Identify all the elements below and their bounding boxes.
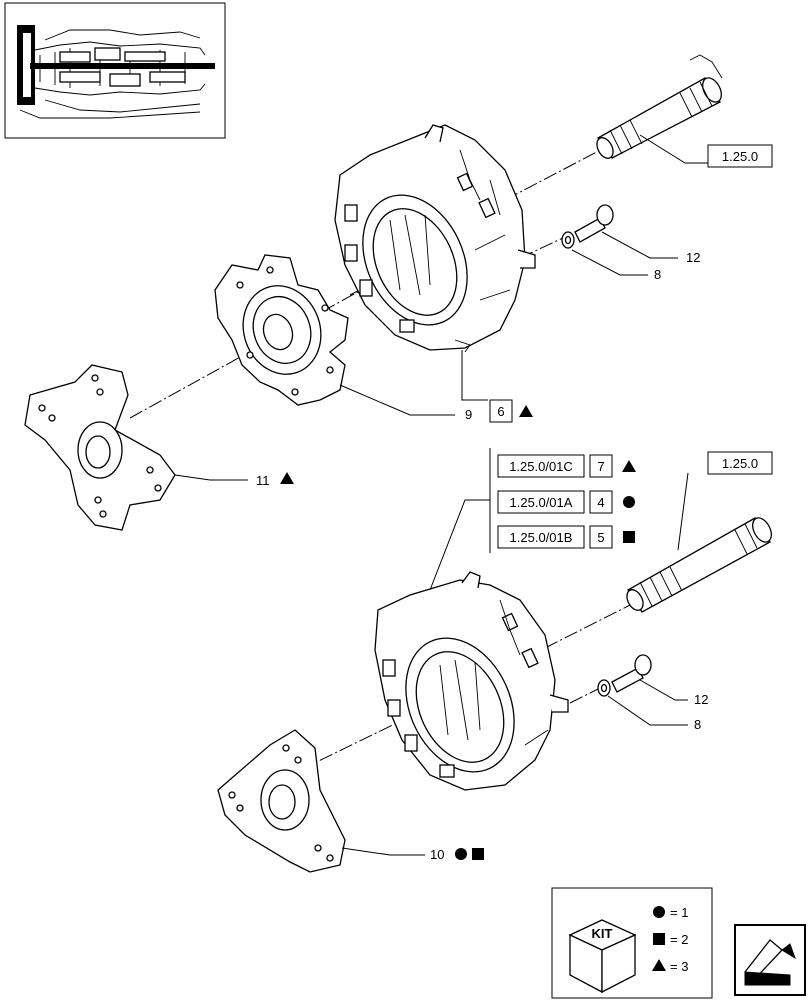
axis-line-bottom-left — [299, 701, 441, 771]
circle-icon — [653, 906, 665, 918]
kit-legend-text: = 1 — [670, 905, 688, 920]
callout-disc-top: 9 — [465, 407, 472, 422]
nav-back-arrow-button[interactable] — [734, 924, 806, 996]
clutch-housing-top[interactable] — [334, 124, 536, 353]
variant-row[interactable]: 1.25.0/01C 7 — [497, 454, 636, 478]
square-icon — [472, 848, 484, 860]
arrow-icon-base — [744, 971, 791, 986]
thumbnail-drawing — [17, 25, 215, 119]
washer-top[interactable] — [561, 231, 575, 249]
clutch-plate-left[interactable] — [24, 364, 176, 531]
callout-washer-bottom: 8 — [694, 717, 701, 732]
leader-variant-table — [429, 499, 490, 591]
callout-plate-left: 11 — [256, 473, 270, 488]
reference-text: 1.25.0 — [722, 456, 758, 471]
triangle-icon — [652, 959, 666, 971]
variant-ref: 1.25.0/01B — [510, 530, 573, 545]
circle-icon — [623, 496, 635, 508]
leader-plate-bottom — [341, 847, 425, 856]
kit-label: KIT — [592, 926, 613, 941]
clutch-housing-bottom[interactable] — [374, 571, 569, 791]
qty-box-assembly-top: 6 — [489, 399, 513, 423]
variant-row[interactable]: 1.25.0/01A 4 — [497, 490, 635, 514]
variant-qty: 5 — [597, 530, 604, 545]
washer-bottom[interactable] — [597, 679, 611, 697]
variant-row[interactable]: 1.25.0/01B 5 — [497, 525, 635, 549]
clutch-disc-top[interactable] — [214, 254, 349, 406]
square-icon — [623, 531, 635, 543]
leader-housing-top — [461, 350, 488, 401]
shaft-bottom[interactable] — [624, 515, 776, 613]
axis-line-top-right — [504, 144, 611, 201]
variant-qty: 7 — [597, 459, 604, 474]
leader-disc-top — [339, 384, 455, 416]
axis-line-bolt-bottom — [569, 687, 601, 704]
square-icon — [653, 933, 665, 945]
reference-box-shaft-top[interactable]: 1.25.0 — [707, 144, 773, 168]
kit-legend-text: = 3 — [670, 959, 688, 974]
clutch-plate-bottom[interactable] — [217, 729, 346, 873]
reference-text: 1.25.0 — [722, 149, 758, 164]
callout-plate-bottom: 10 — [430, 847, 444, 862]
leader-shaft-bottom — [677, 472, 689, 551]
axis-line-bottom-right — [544, 599, 641, 649]
leader-washer-bottom — [607, 695, 688, 726]
variant-qty: 4 — [597, 495, 604, 510]
leader-shaft-top — [639, 134, 708, 164]
qty-text: 6 — [497, 404, 504, 419]
kit-legend-text: = 2 — [670, 932, 688, 947]
kit-legend: KIT = 1 = 2 = 3 — [551, 887, 713, 999]
leader-bolt-top — [601, 231, 678, 259]
triangle-icon — [622, 460, 636, 472]
callout-washer-top: 8 — [654, 267, 661, 282]
leader-bolt-bottom — [639, 679, 688, 701]
kit-box-icon — [568, 919, 637, 994]
variant-table: 1.25.0/01C 7 1.25.0/01A 4 1.25.0/01B 5 — [489, 448, 636, 553]
triangle-icon — [280, 472, 294, 484]
callout-bolt-bottom: 12 — [694, 692, 708, 707]
reference-box-shaft-bottom[interactable]: 1.25.0 — [707, 451, 773, 475]
callout-bolt-top: 12 — [686, 250, 700, 265]
shaft-top[interactable] — [594, 54, 726, 161]
overview-thumbnail[interactable] — [4, 2, 226, 139]
bolt-top[interactable] — [574, 204, 614, 243]
bolt-bottom[interactable] — [611, 654, 652, 693]
leader-washer-top — [571, 249, 648, 276]
circle-icon — [455, 848, 467, 860]
variant-ref: 1.25.0/01A — [510, 495, 573, 510]
variant-ref: 1.25.0/01C — [509, 459, 573, 474]
leader-plate-left — [174, 474, 248, 481]
triangle-icon — [519, 405, 533, 417]
